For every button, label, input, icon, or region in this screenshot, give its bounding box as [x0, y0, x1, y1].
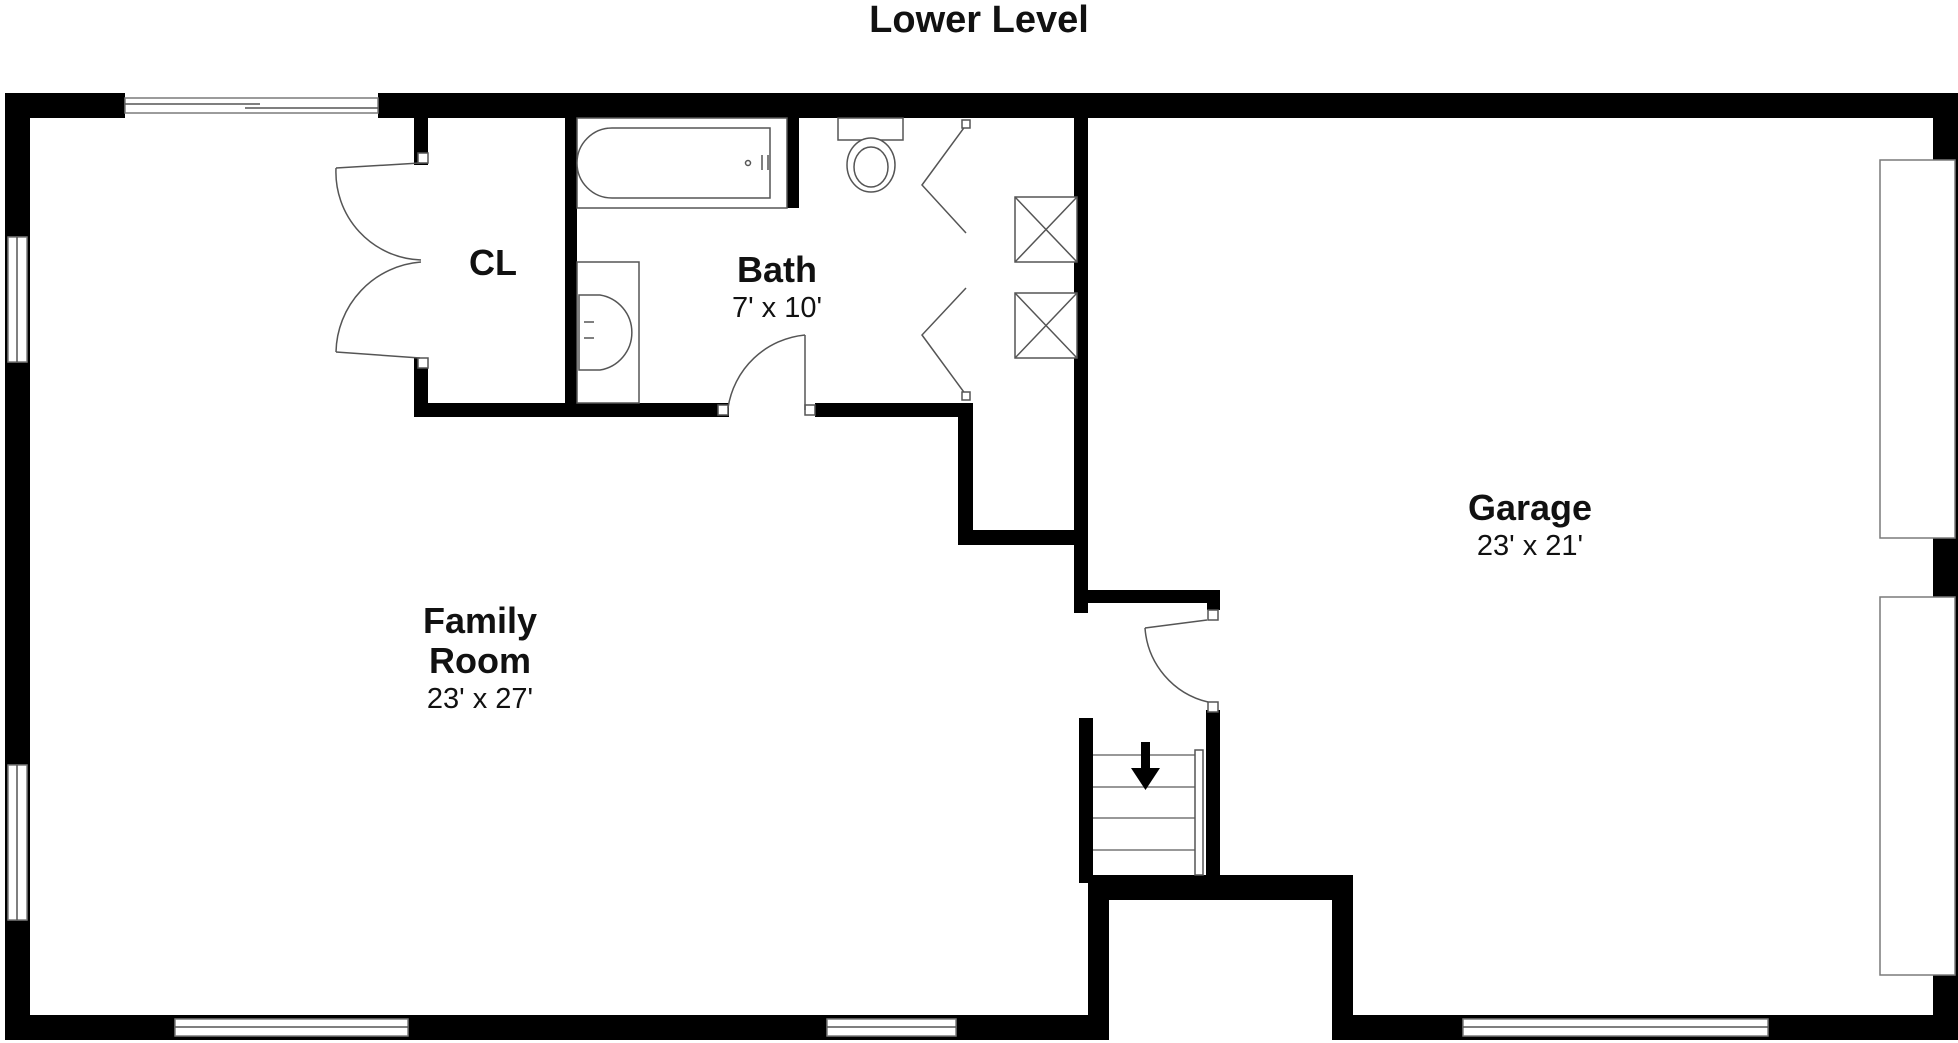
garage-door-lower: [1879, 596, 1956, 976]
room-name-family-line2: Room: [429, 640, 531, 681]
interior-walls: [414, 118, 1220, 883]
room-labels: CL Bath 7' x 10' Family Room 23' x 27' G…: [423, 242, 1592, 715]
bath-fixtures: [576, 117, 1078, 404]
room-dims-bath: 7' x 10': [732, 292, 822, 324]
room-name-closet: CL: [469, 242, 517, 283]
door-jambs: [417, 152, 1219, 713]
arrow-down-icon: [1131, 742, 1160, 790]
door-swings: [335, 162, 1209, 703]
garage-door-upper: [1879, 159, 1956, 539]
room-name-garage: Garage: [1468, 487, 1592, 528]
room-dims-garage: 23' x 21': [1477, 530, 1583, 562]
room-dims-family: 23' x 27': [427, 683, 533, 715]
room-name-family-line1: Family: [423, 600, 537, 641]
staircase: [1093, 742, 1204, 876]
windows: [7, 97, 1956, 1037]
exterior-walls: [5, 93, 1958, 1040]
room-name-bath: Bath: [737, 249, 817, 290]
toilet-tank: [837, 117, 904, 141]
sliding-door-top: [124, 97, 379, 114]
plan-title: Lower Level: [869, 0, 1089, 41]
